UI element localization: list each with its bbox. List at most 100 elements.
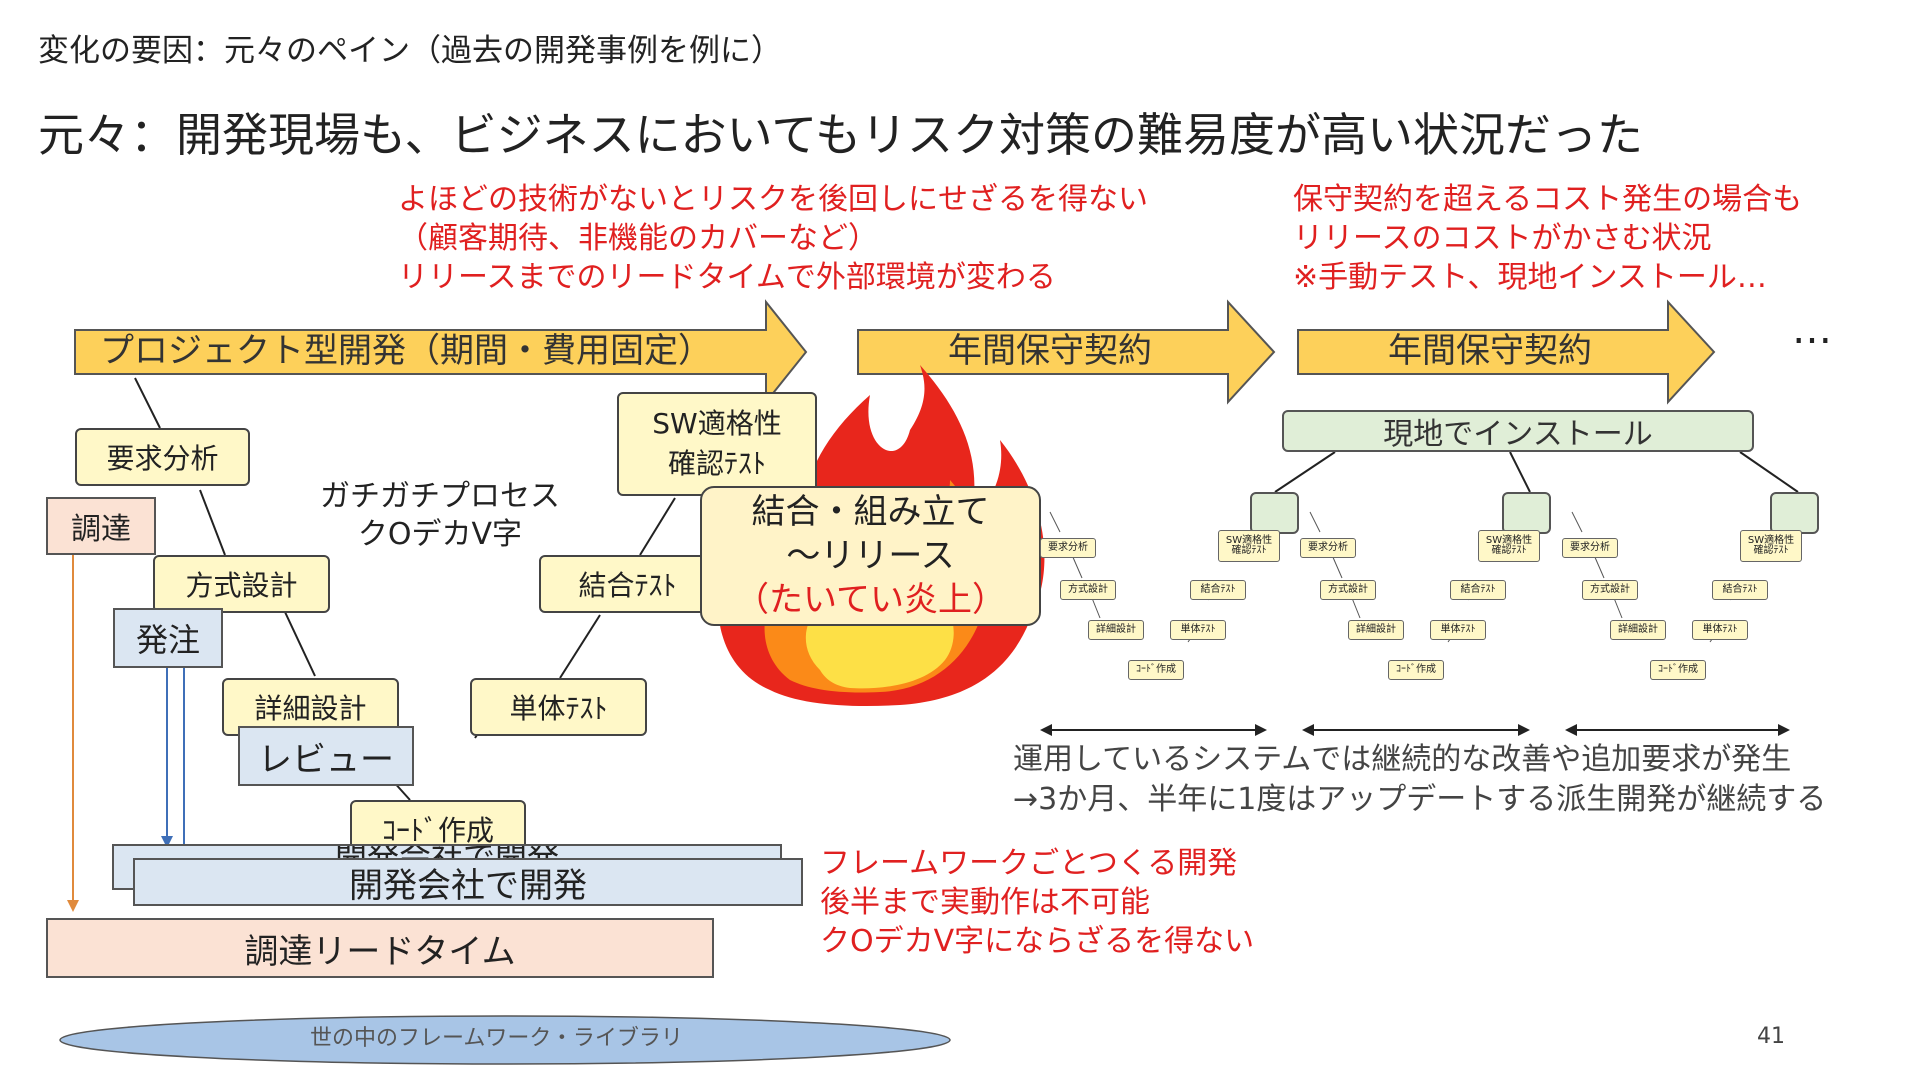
mini-label: 確認ﾃｽﾄ	[1491, 545, 1527, 556]
leadtime-box: 調達リードタイム	[46, 918, 714, 978]
leadtime-label: 調達リードタイム	[244, 931, 516, 972]
install-label: 現地でインストール	[1383, 417, 1653, 452]
mini-integ-box: 結合ﾃｽﾄ	[1450, 580, 1506, 600]
mini-label: 単体ﾃｽﾄ	[1180, 623, 1216, 635]
note-line: 保守契約を超えるコスト発生の場合も	[1293, 182, 1803, 217]
note-line: リリースまでのリードタイムで外部環境が変わる	[398, 260, 1056, 295]
mini-code-box: ｺｰﾄﾞ作成	[1128, 660, 1184, 680]
mini-integ-box: 結合ﾃｽﾄ	[1190, 580, 1246, 600]
mini-code-box: ｺｰﾄﾞ作成	[1388, 660, 1444, 680]
mini-sw-box: SW適格性 確認ﾃｽﾄ	[1478, 530, 1540, 562]
mini-label: 方式設計	[1328, 583, 1368, 595]
left-risk-note: よほどの技術がないとリスクを後回しにせざるを得ない （顧客期待、非機能のカバーな…	[398, 180, 1148, 297]
mini-label: ｺｰﾄﾞ作成	[1658, 663, 1698, 675]
framework-label: 世の中のフレームワーク・ライブラリ	[310, 1026, 683, 1051]
note-line: →3か月、半年に1度はアップデートする派生開発が継続する	[1013, 782, 1827, 817]
mini-label: 詳細設計	[1618, 623, 1658, 635]
maint-arrow-shape-2	[1297, 299, 1716, 405]
chotatsu-box: 調達	[46, 497, 156, 555]
release-line-2: ～リリース	[786, 536, 955, 576]
mini-label: 詳細設計	[1356, 623, 1396, 635]
note-line: 運用しているシステムでは継続的な改善や追加要求が発生	[1013, 742, 1792, 777]
release-line-3: （たいてい炎上）	[735, 580, 1006, 620]
mini-unit-box: 単体ﾃｽﾄ	[1692, 620, 1748, 640]
chotatsu-label: 調達	[71, 512, 131, 547]
mini-label: 確認ﾃｽﾄ	[1231, 545, 1267, 556]
vmodel-sw-label-1: SW適格性	[652, 407, 782, 440]
maint-arrow-label-2: 年間保守契約	[1388, 331, 1592, 371]
mini-label: 詳細設計	[1096, 623, 1136, 635]
mini-label: 方式設計	[1590, 583, 1630, 595]
dev-company-label: 開発会社で開発	[349, 865, 587, 906]
mini-detail-box: 詳細設計	[1610, 620, 1666, 640]
note-line: 後半まで実動作は不可能	[820, 885, 1150, 920]
process-line-2: クOデカV字	[357, 517, 523, 552]
install-node-3	[1770, 492, 1819, 534]
vmodel-req-label: 要求分析	[106, 442, 219, 475]
continuous-note: 運用しているシステムでは継続的な改善や追加要求が発生 →3か月、半年に1度はアッ…	[1013, 740, 1826, 820]
mini-label: 結合ﾃｽﾄ	[1722, 583, 1758, 595]
bottom-framework-note: フレームワークごとつくる開発 後半まで実動作は不可能 クOデカV字にならざるを得…	[820, 844, 1254, 961]
mini-req-box: 要求分析	[1300, 538, 1356, 558]
mini-req-box: 要求分析	[1040, 538, 1096, 558]
project-arrow-label: プロジェクト型開発（期間・費用固定）	[100, 331, 712, 371]
vmodel-integ-label: 結合ﾃｽﾄ	[578, 569, 677, 602]
mini-arch-box: 方式設計	[1060, 580, 1116, 600]
install-node-2	[1502, 492, 1551, 534]
note-line: リリースのコストがかさむ状況	[1293, 221, 1712, 256]
mini-code-box: ｺｰﾄﾞ作成	[1650, 660, 1706, 680]
mini-label: 単体ﾃｽﾄ	[1440, 623, 1476, 635]
mini-detail-box: 詳細設計	[1088, 620, 1144, 640]
main-title: 元々：開発現場も、ビジネスにおいてもリスク対策の難易度が高い状況だった	[38, 108, 1643, 162]
mini-arch-box: 方式設計	[1582, 580, 1638, 600]
maint-arrow-shape-1	[857, 299, 1276, 405]
vmodel-integ-box: 結合ﾃｽﾄ	[539, 555, 716, 613]
process-line-1: ガチガチプロセス	[320, 479, 560, 514]
mini-label: 結合ﾃｽﾄ	[1460, 583, 1496, 595]
vmodel-detail-label: 詳細設計	[254, 692, 367, 725]
vmodel-unit-label: 単体ﾃｽﾄ	[509, 692, 608, 725]
hatchu-box: 発注	[113, 608, 223, 668]
note-line: ※手動テスト、現地インストール…	[1293, 260, 1767, 295]
continuation-ellipsis: …	[1792, 307, 1832, 353]
mini-label: 確認ﾃｽﾄ	[1753, 545, 1789, 556]
page-number: 41	[1757, 1024, 1785, 1049]
mini-label: SW適格性	[1485, 534, 1533, 546]
note-line: よほどの技術がないとリスクを後回しにせざるを得ない	[398, 182, 1148, 217]
mini-detail-box: 詳細設計	[1348, 620, 1404, 640]
mini-sw-box: SW適格性 確認ﾃｽﾄ	[1218, 530, 1280, 562]
mini-label: 単体ﾃｽﾄ	[1702, 623, 1738, 635]
right-cost-note: 保守契約を超えるコスト発生の場合も リリースのコストがかさむ状況 ※手動テスト、…	[1293, 180, 1802, 297]
note-line: （顧客期待、非機能のカバーなど）	[398, 221, 878, 256]
install-node-1	[1250, 492, 1299, 534]
mini-integ-box: 結合ﾃｽﾄ	[1712, 580, 1768, 600]
release-line-1: 結合・組み立て	[751, 492, 990, 532]
review-box: レビュー	[238, 726, 414, 786]
vmodel-arch-label: 方式設計	[185, 569, 298, 602]
section-title: 変化の要因：元々のペイン（過去の開発事例を例に）	[38, 33, 782, 69]
project-arrow-shape	[74, 299, 808, 405]
mini-label: ｺｰﾄﾞ作成	[1396, 663, 1436, 675]
vmodel-code-label: ｺｰﾄﾞ作成	[381, 814, 494, 847]
mini-label: ｺｰﾄﾞ作成	[1136, 663, 1176, 675]
vmodel-sw-box: SW適格性 確認ﾃｽﾄ	[617, 392, 817, 496]
maint-arrow-label-1: 年間保守契約	[948, 331, 1152, 371]
framework-ellipse	[59, 1015, 951, 1065]
review-label: レビュー	[258, 739, 394, 780]
hatchu-label: 発注	[135, 621, 200, 659]
mini-label: SW適格性	[1225, 534, 1273, 546]
mini-sw-box: SW適格性 確認ﾃｽﾄ	[1740, 530, 1802, 562]
process-caption: ガチガチプロセス クOデカV字	[305, 478, 575, 554]
mini-label: 要求分析	[1048, 541, 1088, 553]
install-box: 現地でインストール	[1282, 410, 1754, 452]
mini-label: 方式設計	[1068, 583, 1108, 595]
vmodel-arch-box: 方式設計	[153, 555, 330, 613]
mini-label: 要求分析	[1308, 541, 1348, 553]
mini-label: 結合ﾃｽﾄ	[1200, 583, 1236, 595]
vmodel-sw-label-2: 確認ﾃｽﾄ	[667, 447, 766, 480]
mini-label: 要求分析	[1570, 541, 1610, 553]
mini-req-box: 要求分析	[1562, 538, 1618, 558]
mini-unit-box: 単体ﾃｽﾄ	[1430, 620, 1486, 640]
note-line: フレームワークごとつくる開発	[820, 846, 1238, 881]
vmodel-req-box: 要求分析	[75, 428, 250, 486]
